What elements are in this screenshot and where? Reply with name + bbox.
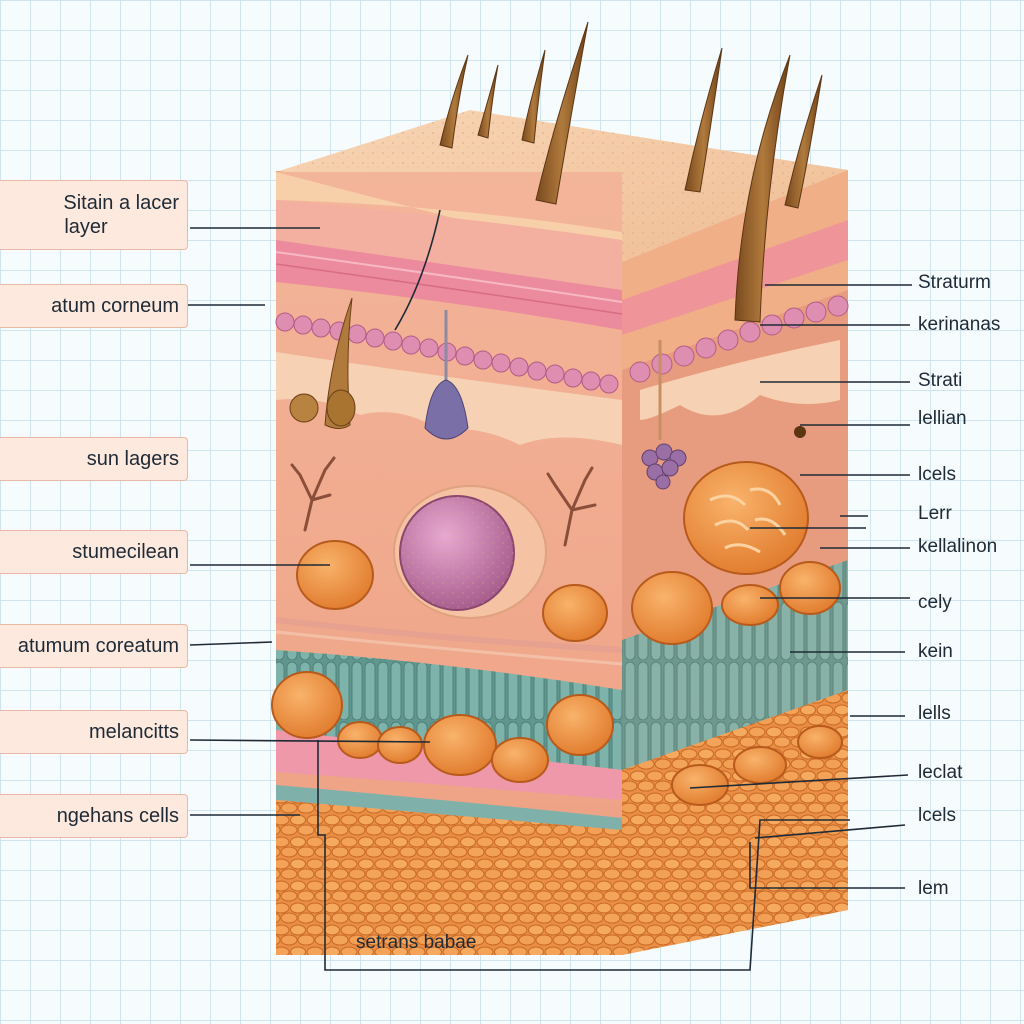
left-label-box: atum corneum xyxy=(0,284,188,328)
left-label-box: sun lagers xyxy=(0,437,188,481)
right-label: lellian xyxy=(918,408,967,429)
hair-strand-icon xyxy=(439,21,823,323)
left-label-text: atum corneum xyxy=(51,294,179,317)
left-label-box: melancitts xyxy=(0,710,188,754)
left-label-text: melancitts xyxy=(88,720,179,743)
right-label: lcels xyxy=(918,464,957,485)
left-label-text: ngehans cells xyxy=(56,804,179,827)
left-label-box: stumecilean xyxy=(0,530,188,574)
left-label-line2: layer xyxy=(64,216,108,238)
right-label: lells xyxy=(918,703,951,724)
right-label: kerinanas xyxy=(918,314,1001,335)
orange-cell-cluster xyxy=(271,461,843,806)
left-label-box: Sitain a lacer layer xyxy=(0,180,188,250)
bottom-label: setrans babae xyxy=(356,932,477,953)
follicle-bulb-icon xyxy=(289,297,662,440)
right-label: Straturm xyxy=(918,272,991,293)
glandular-cluster-icon xyxy=(641,443,687,490)
right-label: kein xyxy=(918,641,953,662)
left-label-text: sun lagers xyxy=(86,447,179,470)
nerve-branch-icon xyxy=(290,456,597,547)
right-label: Strati xyxy=(918,370,963,391)
left-label-text: atumum coreatum xyxy=(17,634,179,657)
leader-lines xyxy=(188,209,912,971)
right-label: lcels xyxy=(918,805,957,826)
right-label: lem xyxy=(918,878,949,899)
left-label-line1: Sitain a lacer xyxy=(63,192,179,214)
left-label-box: atumum coreatum xyxy=(0,624,188,668)
right-label: kellalinon xyxy=(918,536,998,557)
left-label-text: stumecilean xyxy=(72,540,179,563)
left-label-box: ngehans cells xyxy=(0,794,188,838)
cell-nucleus-icon xyxy=(393,485,547,619)
right-label: Lerr xyxy=(918,503,952,524)
pore-dot xyxy=(794,426,806,438)
right-label: leclat xyxy=(918,762,963,783)
granular-bead-layer xyxy=(275,295,849,394)
right-label: cely xyxy=(918,592,952,613)
